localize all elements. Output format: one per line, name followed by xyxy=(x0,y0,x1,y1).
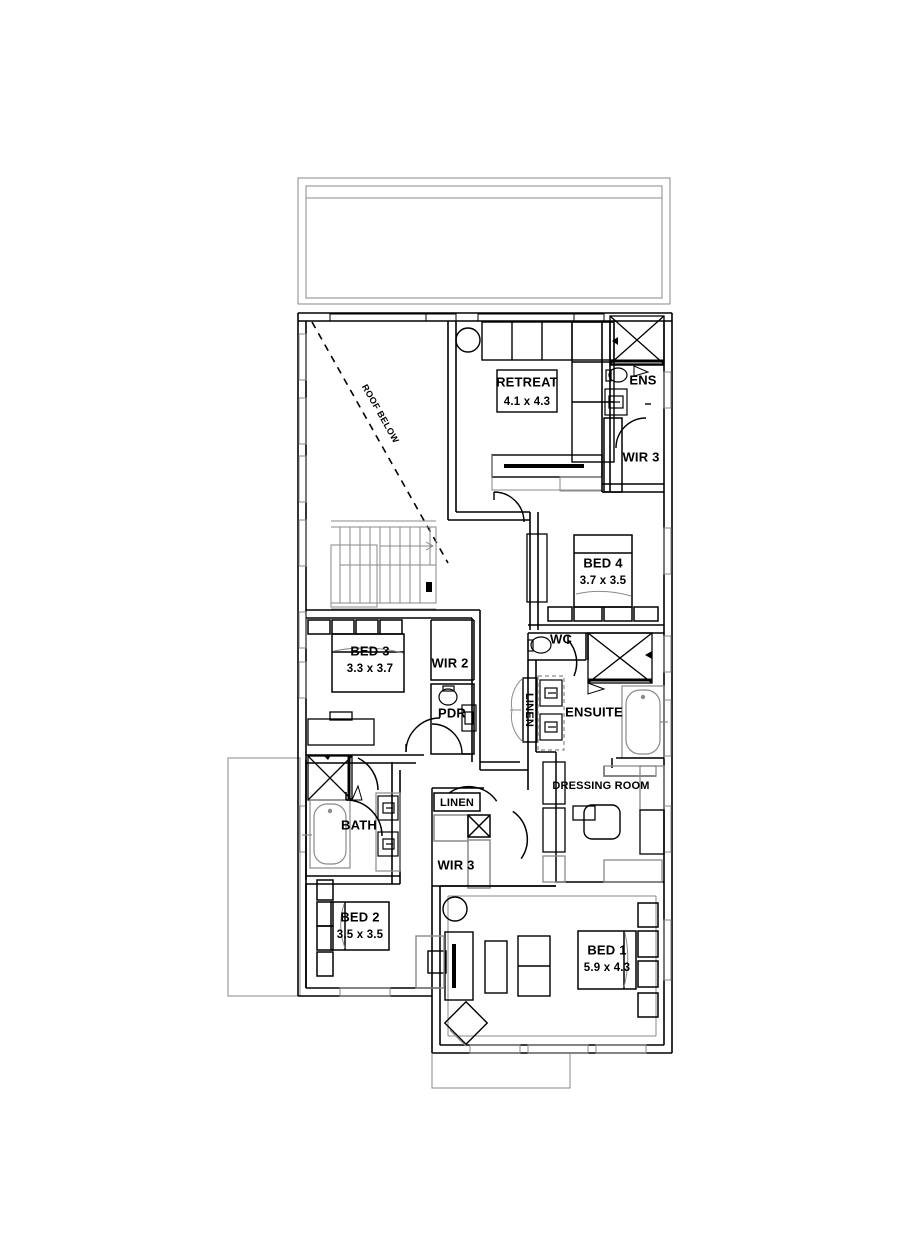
room-dim-bed3: 3.3 x 3.7 xyxy=(347,663,394,675)
room-label-wc: WC xyxy=(550,631,572,646)
retreat-room-walls xyxy=(447,321,539,630)
room-label-bed1: BED 1 xyxy=(587,942,626,957)
room-label-wir2: WIR 2 xyxy=(431,655,468,670)
window-left-wall xyxy=(298,333,307,853)
toilet-wc xyxy=(527,636,552,654)
window-glazing-top xyxy=(329,313,605,322)
room-dim-bed4: 3.7 x 3.5 xyxy=(580,575,627,587)
room-dim-retreat: 4.1 x 4.3 xyxy=(504,396,551,408)
pdr-walls xyxy=(430,683,475,755)
shower-ensuite xyxy=(587,632,653,695)
room-label-wir3-upper: WIR 3 xyxy=(622,449,659,464)
plan-outline-thin xyxy=(297,177,671,305)
staircase xyxy=(330,520,437,610)
vanity-ensuite-2 xyxy=(539,713,563,741)
bed3-room-walls xyxy=(306,609,481,770)
tv-unit-retreat xyxy=(491,454,603,492)
lounge-bed1 xyxy=(415,931,551,1001)
door-retreat[interactable] xyxy=(493,491,525,523)
room-label-pdr: PDR xyxy=(438,705,466,720)
bed-bed4 xyxy=(547,534,659,622)
side-table-retreat xyxy=(455,327,481,353)
bathtub-ensuite xyxy=(621,685,668,759)
vanity-ensuite-1 xyxy=(537,675,565,751)
door-ens[interactable] xyxy=(615,403,651,449)
door-wir2[interactable] xyxy=(405,717,441,753)
wir3-upper-walls xyxy=(603,417,623,493)
door-pdr[interactable] xyxy=(431,723,470,755)
bed-bed1 xyxy=(577,902,659,1018)
wardrobe-bed4 xyxy=(526,533,548,603)
bottom-spur-outline xyxy=(431,1053,571,1089)
door-wc[interactable] xyxy=(567,636,578,677)
label-box-retreat xyxy=(496,369,558,413)
room-label-bed2: BED 2 xyxy=(340,909,379,924)
door-wir3-lower[interactable] xyxy=(448,773,540,860)
bed1-room-walls xyxy=(447,895,657,1037)
linen-ensuite-cupboard xyxy=(510,677,538,743)
ens-room-walls xyxy=(601,321,664,493)
bed2-room-walls xyxy=(305,884,441,996)
bathtub-bath xyxy=(302,799,351,869)
shower-ens xyxy=(609,315,665,377)
diamond-feature-bed1 xyxy=(443,1000,489,1047)
room-label-dressing-room: DRESSING ROOM xyxy=(552,780,649,792)
toilet-pdr xyxy=(438,685,458,706)
wir2-walls xyxy=(430,619,475,681)
room-label-linen-hall: LINEN xyxy=(440,797,474,809)
room-label-linen-ensuite: LINEN xyxy=(523,693,535,727)
vanity-ens xyxy=(604,388,628,416)
dressing-room-walls xyxy=(555,752,664,883)
room-label-bed3: BED 3 xyxy=(350,643,389,658)
ottoman-dressing-room xyxy=(583,804,621,840)
room-label-ens: ENS xyxy=(629,372,656,387)
door-bath[interactable] xyxy=(345,757,383,837)
window-bottom-wall xyxy=(339,987,647,1054)
room-label-wir3-lower: WIR 3 xyxy=(437,857,474,872)
ensuite-lower-wall xyxy=(536,751,664,759)
bed-bed2 xyxy=(316,879,390,977)
bed-bed3 xyxy=(307,619,405,693)
room-label-retreat: RETREAT xyxy=(496,374,558,389)
round-table-bed1 xyxy=(442,896,468,922)
vanity-bath-1 xyxy=(375,792,401,872)
room-dim-bed2: 3.5 x 3.5 xyxy=(337,929,384,941)
roof-below-label: ROOF BELOW xyxy=(360,383,401,445)
room-label-bath: BATH xyxy=(341,817,377,832)
room-label-bed4: BED 4 xyxy=(583,555,623,570)
corridor-walls xyxy=(432,760,556,887)
room-dim-bed1: 5.9 x 4.3 xyxy=(584,962,631,974)
toilet-ens xyxy=(605,367,628,383)
vanity-bath-2 xyxy=(377,831,399,857)
shower-bath xyxy=(307,755,363,801)
room-label-ensuite: ENSUITE xyxy=(565,704,623,719)
vanity-pdr xyxy=(461,704,477,732)
window-right-wall xyxy=(663,371,672,981)
desk-bed3 xyxy=(307,711,375,746)
stair-up-marker xyxy=(426,582,432,592)
bed4-room-walls xyxy=(528,624,664,634)
